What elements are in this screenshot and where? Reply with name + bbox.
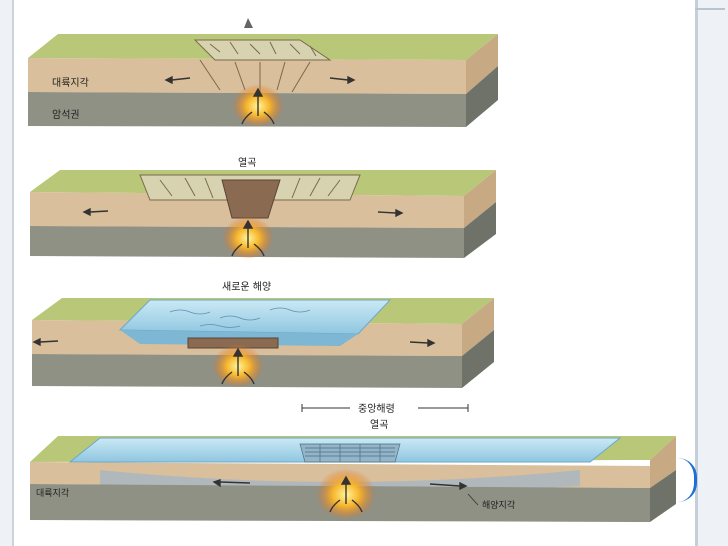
panel-4-continental-crust-label: 대륙지각 bbox=[36, 487, 69, 499]
panel-3-sea bbox=[118, 299, 392, 335]
panel-4-ridge-label: 중앙해령 bbox=[358, 402, 395, 415]
panel-2-rift-label: 열곡 bbox=[238, 157, 256, 169]
panel-4-mid-ocean-ridge: 중앙해령 열곡 대륙지각 해양지각 bbox=[30, 402, 676, 522]
panel-2-rift-valley: 열곡 bbox=[30, 157, 496, 258]
panel-4-oceanic-crust-label: 해양지각 bbox=[482, 499, 515, 511]
panel-1-crust-label: 대륙지각 bbox=[52, 77, 89, 89]
left-frame-border bbox=[0, 0, 14, 546]
panel-3-new-ocean: 새로운 해양 bbox=[32, 280, 494, 388]
panel-4-rift-label: 열곡 bbox=[370, 419, 388, 431]
panel-1-vent-icon bbox=[244, 18, 253, 28]
panel-1-initial-uplift: 대륙지각 암석권 bbox=[28, 18, 498, 127]
right-frame-border bbox=[695, 0, 728, 546]
frame-tick bbox=[695, 8, 725, 10]
panel-3-new-ocean-label: 새로운 해양 bbox=[222, 280, 271, 293]
panel-4-ridge-span-indicator bbox=[301, 404, 469, 412]
panel-1-lithosphere-label: 암석권 bbox=[52, 109, 80, 121]
blue-arc-decoration bbox=[678, 458, 697, 502]
